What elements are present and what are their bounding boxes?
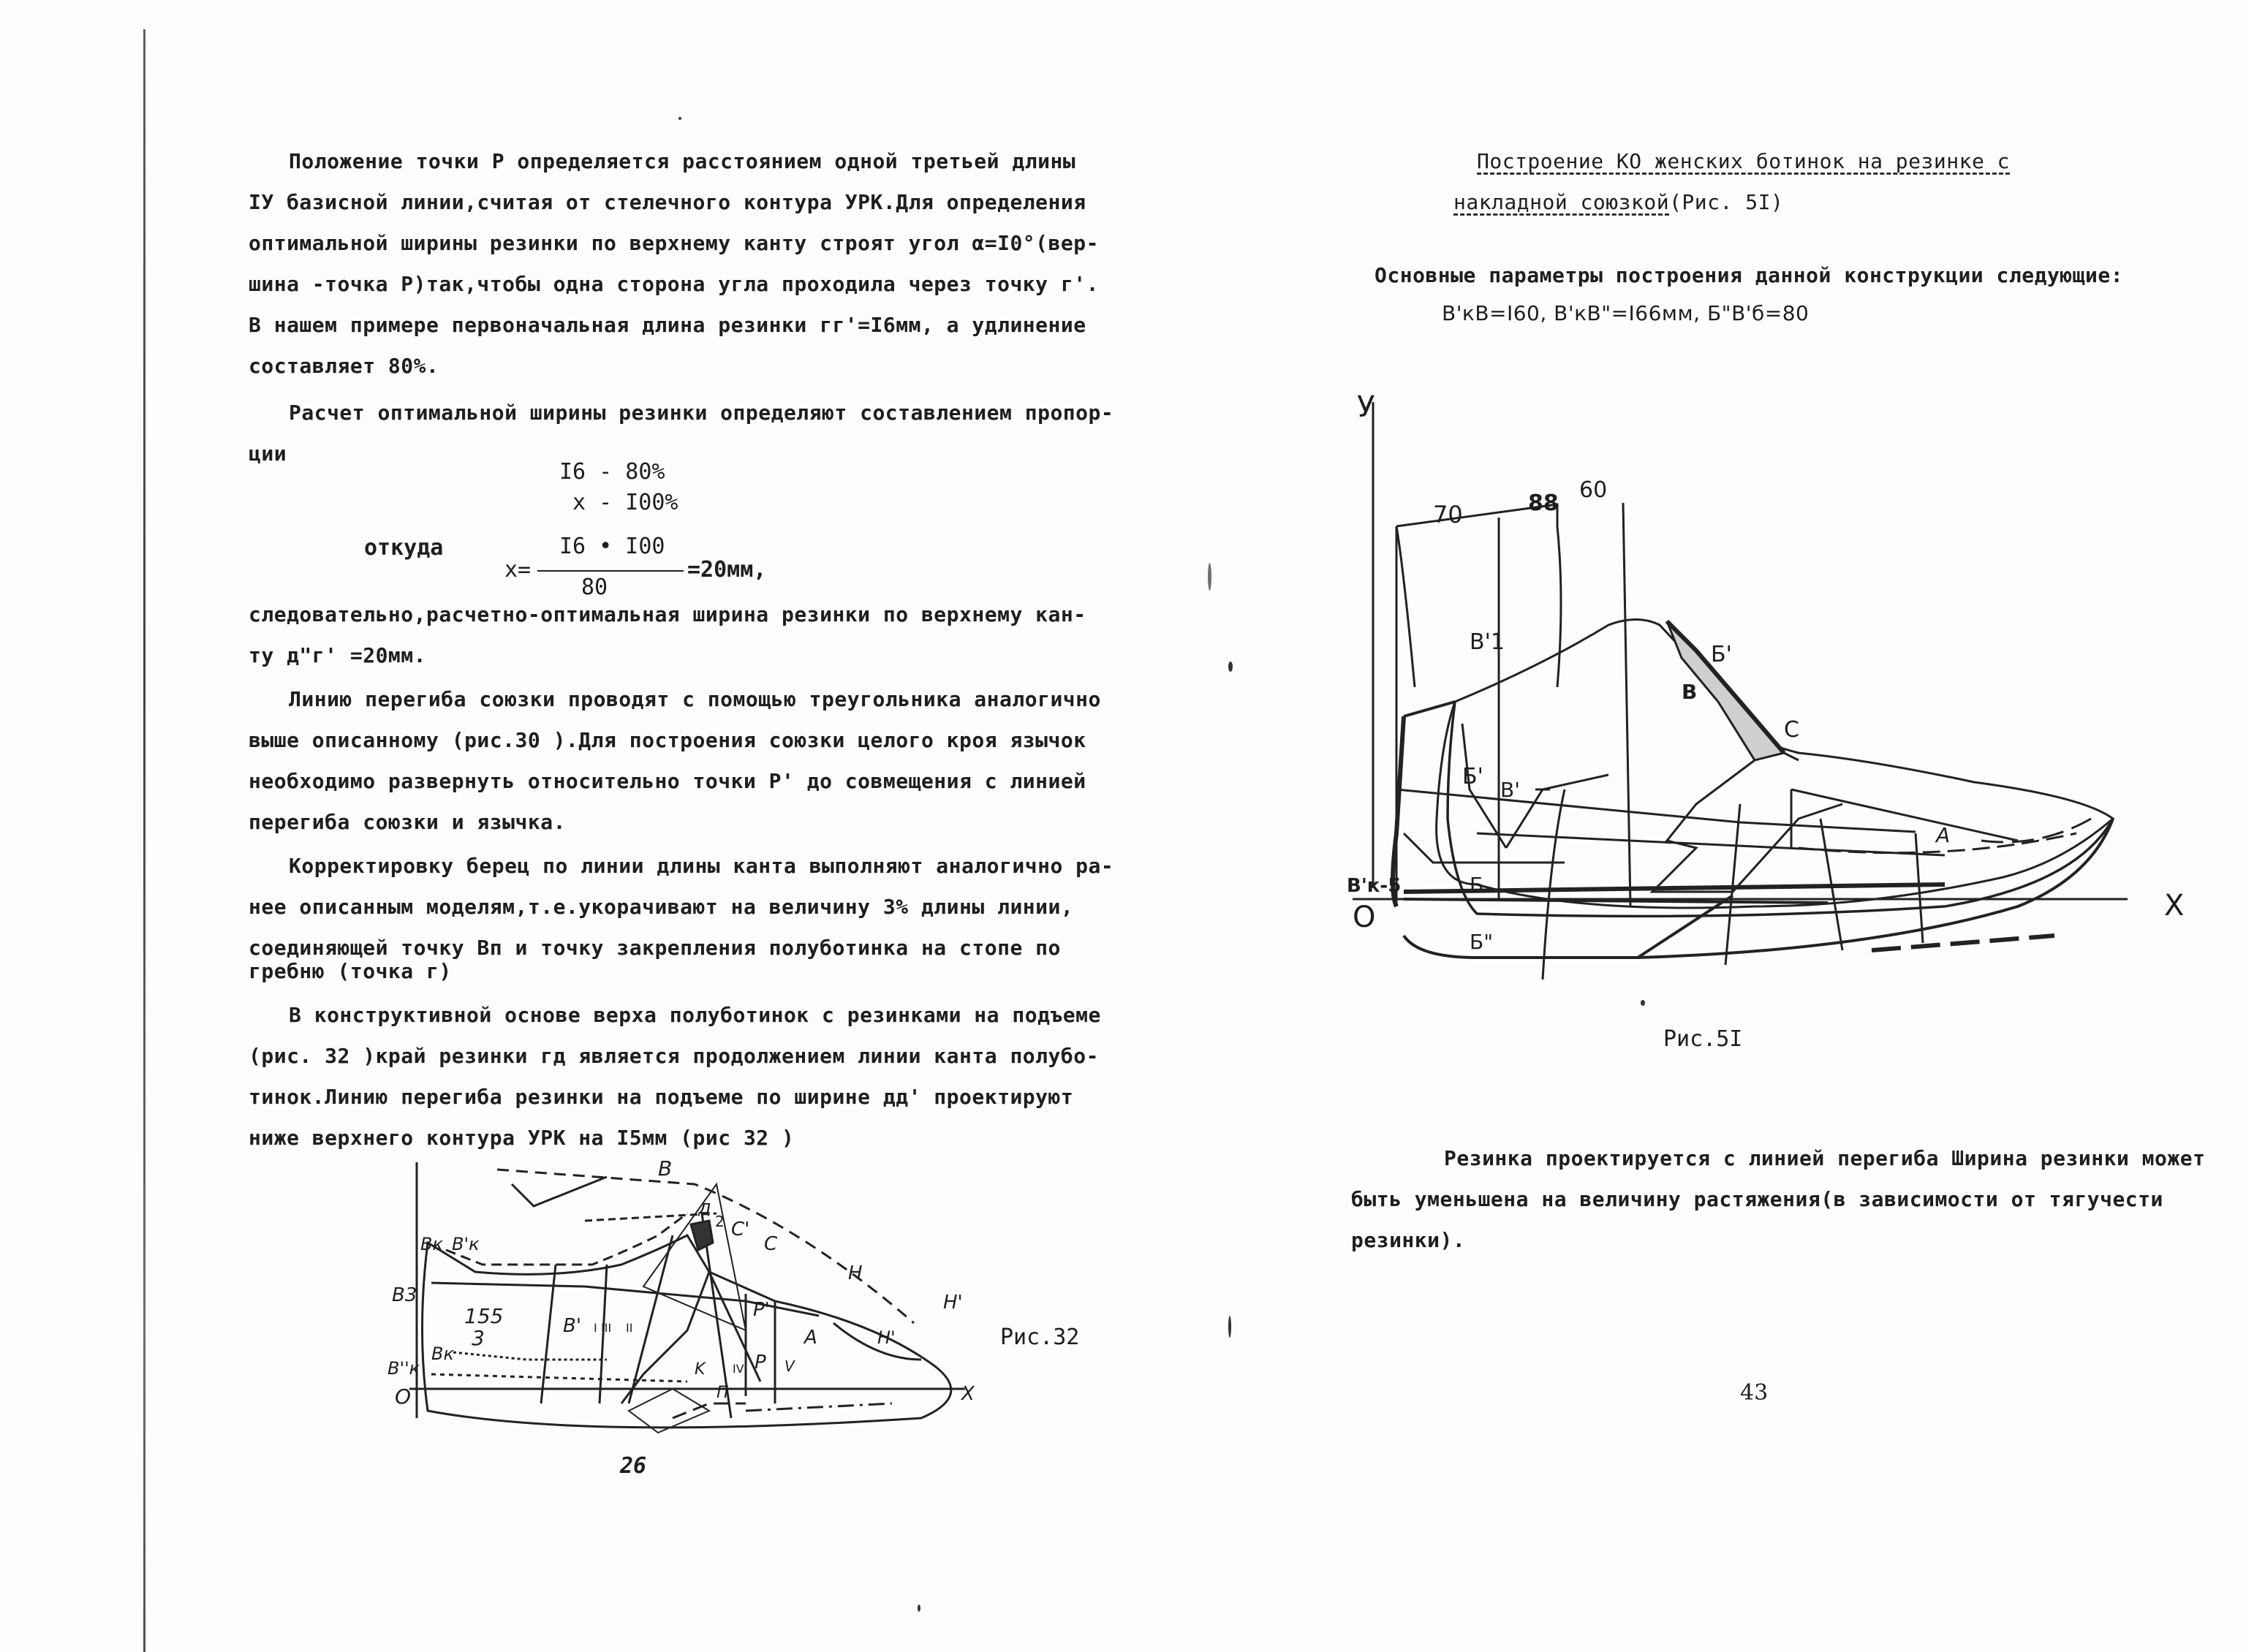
- figure-51-caption: Рис.5I: [1663, 1026, 1743, 1052]
- fig51-label: С: [1784, 717, 1799, 743]
- binding-edge: [143, 29, 145, 1652]
- scan-speck: [918, 1604, 920, 1612]
- scan-speck: [1641, 1000, 1645, 1006]
- section-heading-line-1: Построение КО женских ботинок на резинке…: [1477, 149, 2011, 173]
- fig32-label: O: [395, 1384, 411, 1409]
- fig32-label: B': [563, 1315, 581, 1337]
- paragraph-line: следовательно,расчетно-оптимальная ширин…: [249, 602, 1086, 626]
- fig32-label: H': [877, 1327, 896, 1348]
- fig51-label: У: [1357, 390, 1375, 424]
- fraction-numerator: I6 • I00: [559, 534, 665, 559]
- paragraph-line: оптимальной ширины резинки по верхнему к…: [249, 231, 1099, 255]
- fig32-label: C': [731, 1219, 749, 1240]
- paragraph-line: В конструктивной основе верха полуботино…: [289, 1003, 1101, 1027]
- figure-51-drawing: У X О 70 88 60 В'1 Б' В С Б' В' А В'к-5 …: [1347, 390, 2184, 980]
- paragraph-line: соединяющей точку Вп и точку закрепления…: [249, 936, 1061, 960]
- paragraph-line: гребню (точка г): [249, 959, 452, 983]
- fig32-label: V: [784, 1357, 795, 1375]
- paragraph-line: Расчет оптимальной ширины резинки опреде…: [289, 401, 1114, 425]
- fig51-label: 88: [1528, 490, 1559, 516]
- fig32-label: C: [764, 1233, 778, 1255]
- fig32-label: H': [943, 1292, 963, 1314]
- paragraph-line: Линию перегиба союзки проводят с помощью…: [289, 687, 1101, 711]
- paragraph-line: Корректировку берец по линии длины канта…: [289, 854, 1114, 878]
- paragraph-line: (рис. 32 )край резинки гд является продо…: [249, 1044, 1099, 1068]
- fig32-label: 3: [472, 1326, 485, 1350]
- fig32-label: д: [697, 1197, 711, 1219]
- fig32-label: III: [601, 1321, 611, 1335]
- paragraph-line: шина -точка Р)так,чтобы одна сторона угл…: [249, 272, 1099, 296]
- whence-word: откуда: [364, 535, 444, 561]
- params-title: Основные параметры построения данной кон…: [1375, 263, 2124, 287]
- fig51-label: А: [1935, 823, 1950, 847]
- paragraph-line: ции: [249, 442, 287, 466]
- fig51-label: В': [1500, 778, 1520, 802]
- paragraph-line: тинок.Линию перегиба резинки на подъеме …: [249, 1085, 1074, 1109]
- fig51-label: О: [1353, 901, 1375, 934]
- fig32-label: K: [695, 1360, 706, 1379]
- fig32-label: P: [755, 1352, 766, 1373]
- footer-line: резинки).: [1351, 1228, 1466, 1252]
- scan-speck: [678, 117, 681, 120]
- fig51-label: В'1: [1470, 629, 1505, 655]
- fig51-label: Б': [1711, 642, 1732, 667]
- fig32-label: Bк: [431, 1344, 454, 1364]
- fraction-bar: [537, 570, 684, 572]
- paragraph-line: Положение точки Р определяется расстояни…: [289, 149, 1076, 173]
- fig51-label: В: [1682, 680, 1697, 704]
- paragraph-line: необходимо развернуть относительно точки…: [249, 769, 1086, 793]
- page-number-right: 43: [1740, 1380, 1769, 1406]
- left-page: Положение точки Р определяется расстояни…: [143, 29, 1113, 1652]
- fraction-denominator: 80: [581, 575, 608, 600]
- paragraph-line: В нашем примере первоначальная длина рез…: [249, 313, 1086, 337]
- section-heading-underlined: накладной союзкой: [1453, 190, 1670, 214]
- section-heading-figure-ref: (Рис. 5I): [1669, 190, 1784, 214]
- fig51-label: Б: [1470, 873, 1483, 897]
- fig32-label: B'к: [452, 1234, 480, 1254]
- fig51-label: 70: [1433, 501, 1463, 528]
- figure-32-drawing: B д 2 C' C Bк B'к H H' B3 155 3 B' P' A …: [387, 1156, 975, 1434]
- fig32-label: П: [716, 1384, 729, 1402]
- fig32-label: B''к: [387, 1358, 420, 1379]
- fig32-label: H: [848, 1262, 863, 1284]
- fig32-label: B3: [392, 1284, 417, 1306]
- paragraph-line: нее описанным моделям,т.е.укорачивают на…: [249, 895, 1074, 919]
- paragraph-line: перегиба союзки и язычка.: [249, 810, 566, 834]
- fig51-label: X: [2164, 889, 2184, 922]
- x-equals: x=: [504, 557, 532, 583]
- section-heading-line-2: накладной союзкой(Рис. 5I): [1453, 190, 1783, 214]
- fig32-label: IV: [733, 1362, 744, 1376]
- footer-line: быть уменьшена на величину растяжения(в …: [1351, 1187, 2163, 1211]
- fig32-label: X: [960, 1383, 975, 1405]
- fig32-label: 155: [464, 1304, 503, 1328]
- fig32-label: B: [658, 1156, 672, 1181]
- paragraph-line: ту д"г' =20мм.: [249, 643, 427, 667]
- page-number-left: 26: [620, 1453, 647, 1479]
- figure-32-caption: Рис.32: [1000, 1325, 1080, 1350]
- fig51-label: 60: [1579, 477, 1607, 503]
- params-values: В'кВ=I60, В'кВ"=I66мм, Б"В'б=80: [1442, 301, 1810, 325]
- fig32-label: I: [594, 1321, 597, 1335]
- paragraph-line: составляет 80%.: [249, 354, 439, 378]
- fig32-label: A: [803, 1327, 817, 1349]
- fig51-label: В'к-5: [1347, 875, 1401, 897]
- proportion-row-1: I6 - 80%: [559, 459, 665, 485]
- paragraph-line: IУ базисной линии,считая от стелечного к…: [249, 190, 1086, 214]
- fig51-label: Б": [1470, 930, 1493, 954]
- scan-speck: [1228, 1316, 1231, 1338]
- proportion-row-2: x - I00%: [572, 490, 678, 515]
- scan-speck: [1208, 563, 1211, 591]
- footer-line: Резинка проектируется с линией перегиба …: [1444, 1146, 2206, 1170]
- fig51-label: Б': [1462, 764, 1483, 789]
- paragraph-line: выше описанному (рис.30 ).Для построения…: [249, 728, 1086, 752]
- scan-speck: [1228, 662, 1233, 672]
- fraction-result: =20мм,: [687, 557, 767, 583]
- fig32-label: II: [626, 1321, 632, 1335]
- fig32-label: 2: [715, 1213, 725, 1230]
- fig32-label: Bк: [420, 1234, 443, 1254]
- fig32-label: P': [753, 1299, 770, 1321]
- right-page: Построение КО женских ботинок на резинке…: [1155, 0, 2246, 1632]
- paragraph-line: ниже верхнего контура УРК на I5мм (рис 3…: [249, 1126, 795, 1150]
